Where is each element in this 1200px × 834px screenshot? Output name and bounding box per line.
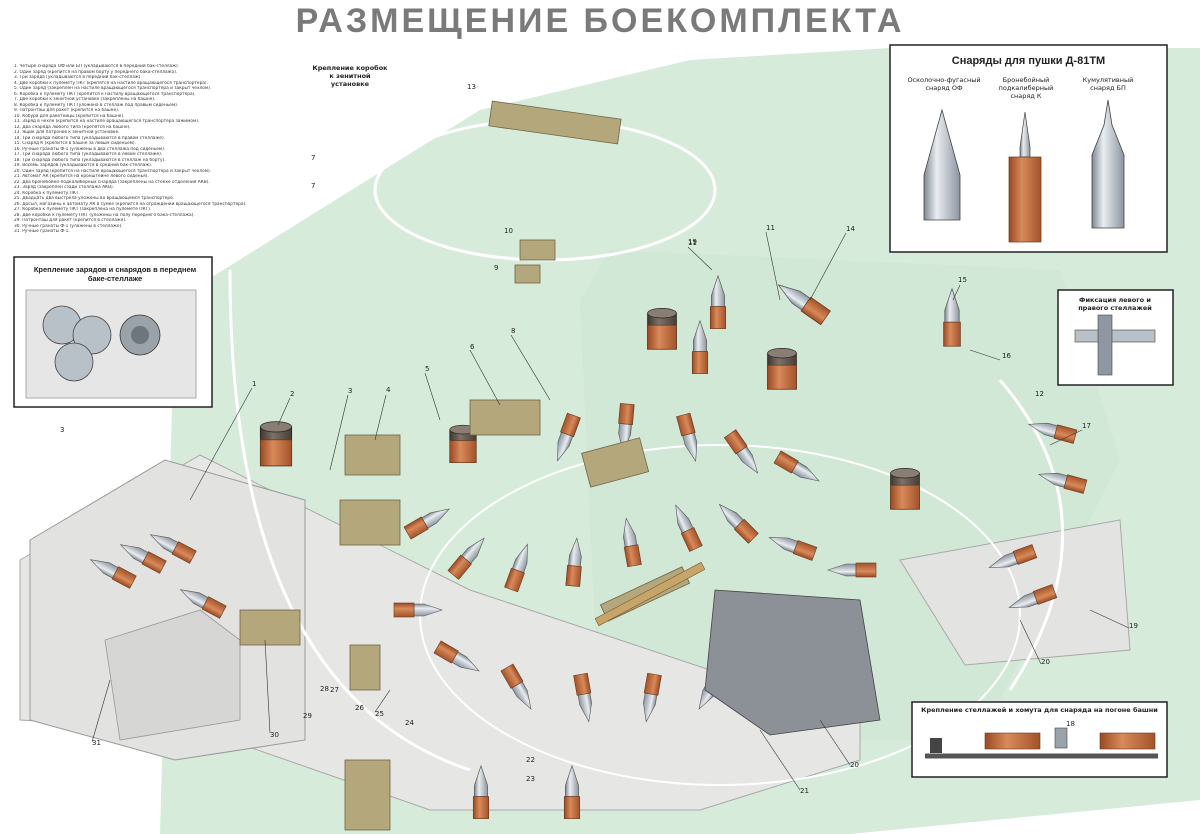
- poster-title: РАЗМЕЩЕНИЕ БОЕКОМПЛЕКТА: [295, 2, 905, 40]
- callout-number: 19: [688, 238, 697, 246]
- legend-item: 5. Один заряд (закреплен на настиле вращ…: [14, 86, 212, 91]
- rifle: [594, 561, 706, 627]
- callout-number: 7: [311, 154, 315, 162]
- callout-number: 13: [467, 83, 476, 91]
- heat-label: Кумулятивный снаряд БП: [1082, 76, 1134, 92]
- callout-number: 18: [1066, 720, 1075, 728]
- callout-number: 19: [1129, 622, 1138, 630]
- projectiles-panel-title: Снаряды для пушки Д-81ТМ: [951, 55, 1106, 67]
- aa-boxes-panel-title: Крепление коробок к зенитной установке: [312, 64, 388, 88]
- legend-item: 30. Ручные гранаты Ф-1 (уложены в стелла…: [14, 223, 123, 229]
- legend-item: 17. Три снаряда любого типа (укладываютс…: [14, 152, 163, 157]
- callout-leaders: [91, 231, 1130, 791]
- callout-number: 14: [846, 225, 855, 233]
- legend-item: 14. Три снаряда любого типа (укладываютс…: [14, 135, 165, 141]
- legend-item: 21. Автомат АК (крепится на кронштейне л…: [14, 174, 149, 179]
- callout-number: 25: [375, 710, 384, 718]
- callout-number: 29: [303, 712, 312, 720]
- callout-number: 6: [470, 343, 475, 351]
- ring-mount-panel-title: Крепление стеллажей и хомута для снаряда…: [921, 706, 1158, 714]
- callout-number: 5: [425, 365, 429, 373]
- apds-label: Бронебойный подкалиберный снаряд К: [998, 76, 1054, 100]
- legend-item: 23. Заряд (закреплен сзади стеллажа АКВ)…: [14, 185, 115, 190]
- front-rack-panel-title: Крепление зарядов и снарядов в переднем …: [33, 265, 197, 283]
- callout-number: 27: [330, 686, 339, 694]
- legend-item: 13. Ящик для патронов к зенитной установ…: [14, 130, 120, 135]
- fixation-inset: [1057, 289, 1174, 386]
- callout-number: 7: [311, 182, 315, 190]
- legend-item: 7. Две коробки к зенитной установке (зак…: [14, 97, 156, 102]
- right-hull-floor: [899, 519, 1131, 666]
- callout-number: 17: [1082, 422, 1091, 430]
- callout-number: 30: [270, 731, 279, 739]
- legend-item: 6. Коробка к пулемету ПКТ (крепится к на…: [14, 91, 196, 97]
- legend-item: 22. Два бронебойно-подкалиберных снаряда…: [14, 179, 210, 185]
- legend-item: 16. Ручные гранаты Ф-1 (уложены в два ст…: [14, 146, 166, 152]
- callout-number: 28: [320, 685, 329, 693]
- legend-item: 1. Четыре снаряда ОФ или БП (укладываютс…: [14, 64, 180, 69]
- callout-number: 22: [526, 756, 535, 764]
- he-frag-label: Осколочно-фугасный снаряд ОФ: [907, 76, 981, 92]
- legend-item: 8. Коробка к пулемету ПКТ (уложена в сте…: [14, 102, 179, 108]
- legend-item: 3. Три заряда (укладываются в передний б…: [14, 75, 142, 80]
- legend-item: 28. Две коробки к пулемету ПКТ (уложены …: [14, 212, 195, 218]
- callout-number: 8: [511, 327, 515, 335]
- legend-item: 25. Двадцать два выстрела уложены во вра…: [14, 196, 175, 201]
- legend-item: 24. Коробка к пулемету ПКТ.: [14, 190, 80, 196]
- projectiles-inset: [889, 44, 1168, 253]
- legend-item: 4. Две коробки к пулемету ПКТ (крепятся …: [14, 80, 208, 86]
- callout-number: 9: [494, 264, 498, 272]
- callout-number: 11: [688, 239, 697, 247]
- legend-item: 29. Патронташ для ракет (крепится в стел…: [14, 218, 127, 223]
- callout-number: 3: [348, 387, 352, 395]
- legend-item: 10. Кобура для ракетницы (крепится на ба…: [14, 113, 125, 119]
- callout-number: 31: [92, 739, 101, 747]
- legend-item: 20. Один заряд (крепится на настиле вращ…: [14, 168, 212, 174]
- legend-item: 9. Патронташ для ракет (крепится на башн…: [14, 108, 120, 113]
- legend-item: 15. Снаряд К (крепится в башне за левым …: [14, 141, 136, 146]
- callout-number: 3: [60, 426, 64, 434]
- callout-number: 11: [766, 224, 775, 232]
- legend-item: 11. Заряд в чехле (крепится на настиле в…: [14, 119, 200, 124]
- legend-item: 31. Ручные гранаты Ф-1.: [14, 229, 70, 234]
- legend-item: 2. Один заряд (крепится на правом борту …: [14, 69, 178, 75]
- legend-item: 27. Коробка к пулемету ПКТ (закреплена н…: [14, 207, 152, 212]
- legend-item: 26. Досыл, магазины к автомату АК в сумк…: [14, 201, 247, 207]
- callout-number: 21: [800, 787, 809, 795]
- callout-number: 1: [252, 380, 256, 388]
- legend-list: 1. Четыре снаряда ОФ или БП (укладываютс…: [14, 64, 284, 235]
- front-rack-inset: [13, 256, 213, 408]
- legend-item: 19. Восемь зарядов (укладываются в средн…: [14, 163, 153, 168]
- callout-number: 16: [1002, 352, 1011, 360]
- callout-number: 12: [1035, 390, 1044, 398]
- fixation-panel-title: Фиксация левого и правого стеллажей: [1078, 296, 1152, 312]
- callout-number: 10: [504, 227, 513, 235]
- callout-number: 4: [386, 386, 391, 394]
- front-fuel-rack: [29, 459, 306, 761]
- callout-number: 20: [850, 761, 859, 769]
- ring-mount-inset: [911, 701, 1168, 778]
- callout-number: 2: [290, 390, 294, 398]
- legend-item: 18. Три снаряда любого типа (укладываютс…: [14, 157, 166, 163]
- callout-number: 24: [405, 719, 414, 727]
- legend-item: 12. Два снаряда любого типа (крепятся на…: [14, 124, 131, 130]
- machine-gun-boxes: [239, 100, 691, 831]
- callout-number: 23: [526, 775, 535, 783]
- callout-number: 26: [355, 704, 364, 712]
- callout-number: 20: [1041, 658, 1050, 666]
- callout-number: 15: [958, 276, 967, 284]
